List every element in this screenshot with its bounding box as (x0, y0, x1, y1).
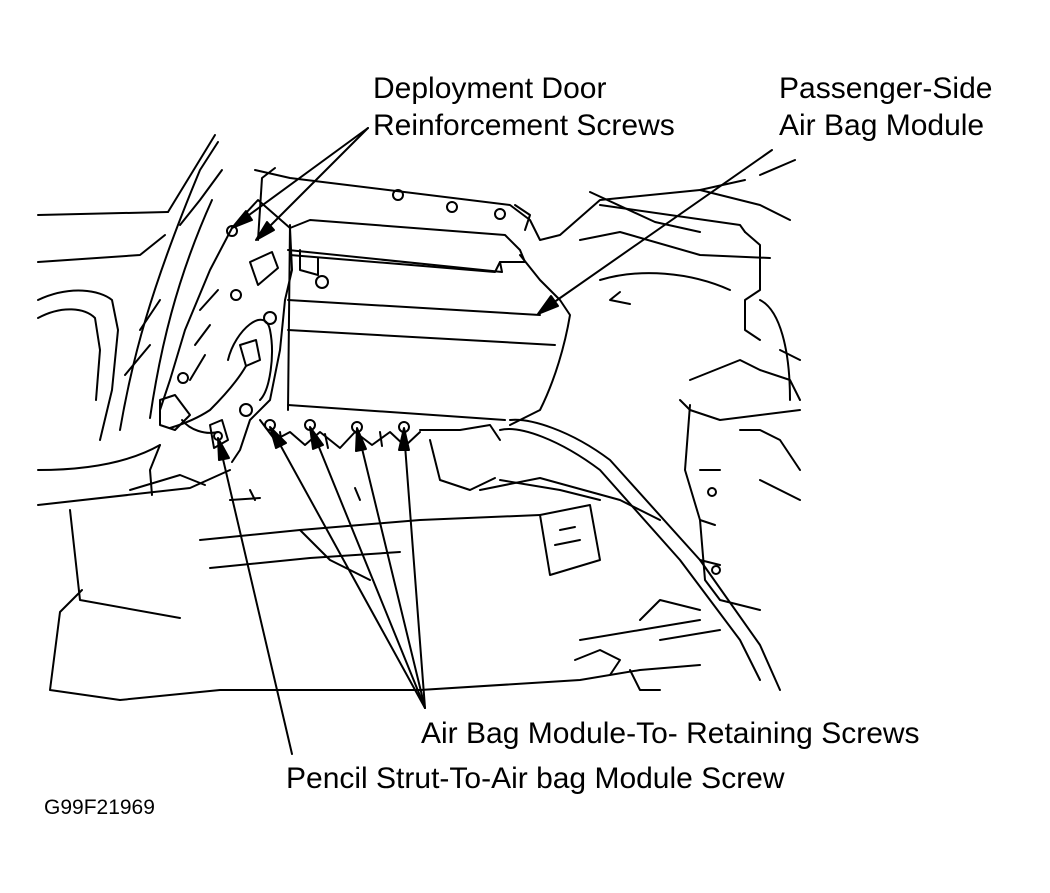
arrowhead-retaining-screw-4 (398, 427, 410, 451)
arrowhead-retaining-screw-3 (355, 427, 367, 452)
lower-left-trim (37, 444, 231, 701)
leader-retaining-screw-4 (403, 431, 426, 709)
retaining-screws-label: Air Bag Module-To- Retaining Screws (421, 717, 920, 750)
airbag-module-housing (257, 167, 571, 426)
leader-retaining-screw-3 (357, 431, 426, 709)
leader-door-screw-2 (257, 127, 369, 239)
callout-leaders (217, 127, 773, 755)
lower-panel-edge (119, 599, 721, 701)
arrowhead-retaining-screw-2 (309, 426, 324, 450)
arrowhead-pencil-strut-screw (217, 437, 230, 461)
leader-pencil-strut-screw (218, 441, 293, 755)
deployment-door-screws-label-line2: Reinforcement Screws (373, 109, 675, 142)
passenger-airbag-module-label-line2: Air Bag Module (779, 109, 985, 142)
deployment-door-screws-label: Deployment Door Reinforcement Screws (373, 70, 675, 144)
pencil-strut-screw-label: Pencil Strut-To-Air bag Module Screw (286, 762, 785, 795)
leader-retaining-screw-2 (311, 429, 426, 709)
mounting-bracket (159, 199, 293, 463)
leader-retaining-screw-1 (271, 429, 426, 709)
deployment-door-screws-label-line1: Deployment Door (373, 72, 607, 105)
arrowhead-retaining-screw-1 (269, 426, 287, 449)
instrument-panel-top (254, 159, 796, 305)
wire-harness (159, 339, 261, 449)
lower-instrument-panel (199, 418, 781, 691)
a-pillar-trim (37, 134, 223, 441)
passenger-airbag-module-label: Passenger-Side Air Bag Module (779, 70, 992, 144)
arrowhead-airbag-module (537, 295, 559, 315)
arrowhead-door-screw-1 (231, 210, 253, 229)
right-side-structure (679, 231, 801, 611)
passenger-airbag-module-label-line1: Passenger-Side (779, 72, 993, 105)
figure-code: G99F21969 (44, 796, 155, 819)
leader-airbag-module (539, 149, 773, 313)
arrowhead-door-screw-2 (255, 221, 275, 241)
leader-door-screw-1 (233, 127, 369, 227)
